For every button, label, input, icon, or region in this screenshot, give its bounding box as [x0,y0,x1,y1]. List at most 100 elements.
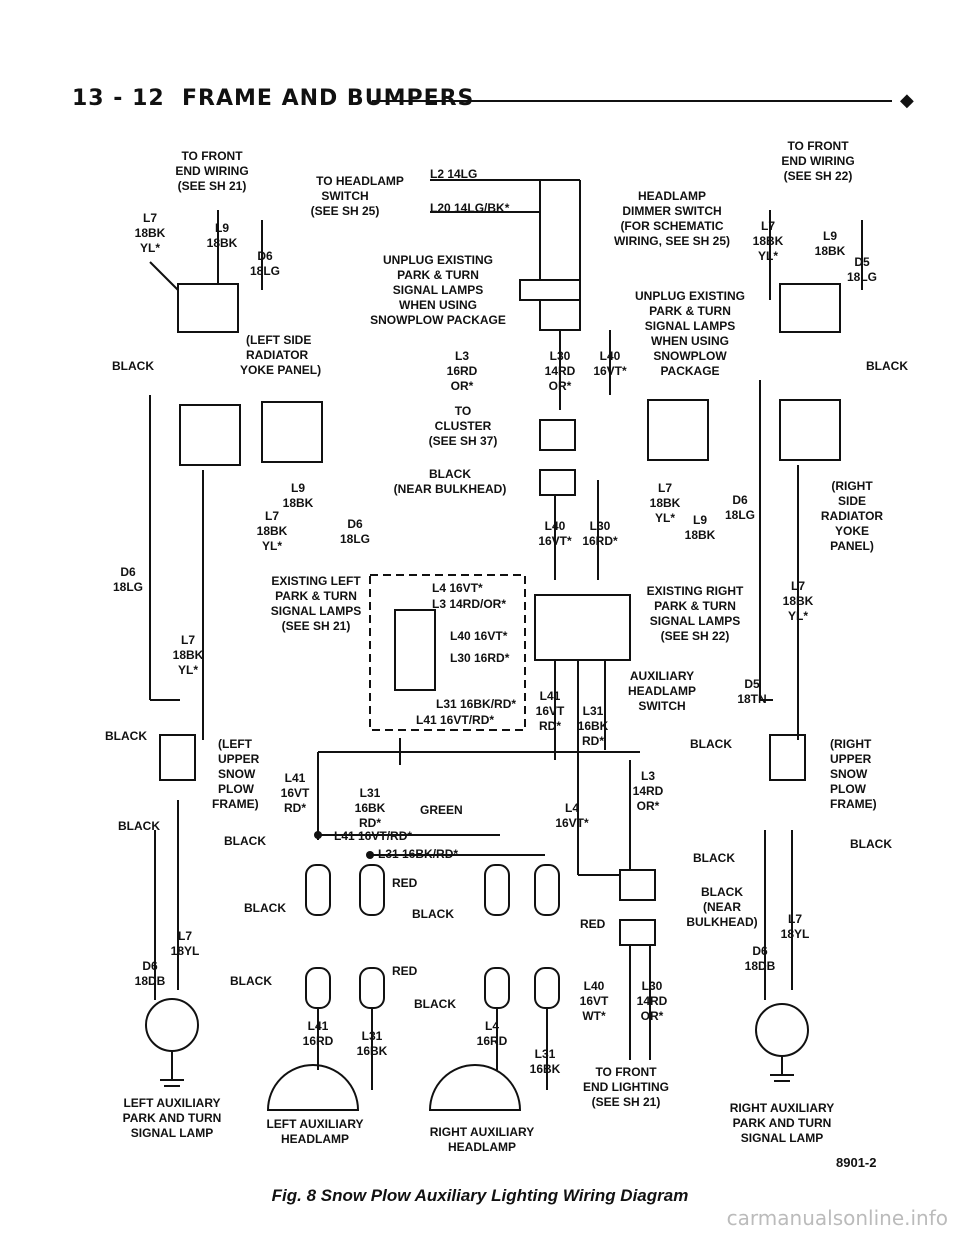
l41-lo-3: RD* [284,801,306,815]
d5-18tn-1: D5 [744,677,760,691]
l7-mid-right-2: 18BK [650,496,681,510]
near-bulkhead-2: (NEAR BULKHEAD) [394,482,507,496]
left-aux-headlamp-1: LEFT AUXILIARY [266,1117,363,1131]
l7-mid-right-1: L7 [658,481,672,495]
l40-wt-1: L40 [584,979,605,993]
existing-left-1: EXISTING LEFT [271,574,361,588]
l31-16bk-2: 16BK [357,1044,388,1058]
right-yoke-3: RADIATOR [821,509,884,523]
l7-right-2: 18BK [753,234,784,248]
to-front-right-2: END WIRING [781,154,854,168]
right-yoke-1: (RIGHT [831,479,873,493]
l7-left-1: L7 [143,211,157,225]
l9-right-1: L9 [823,229,837,243]
black-label-mid: BLACK [412,907,454,921]
l7-18yl-2: 18YL [171,944,200,958]
headlamp-switch-1: TO HEADLAMP [316,174,404,188]
l7-mid-right-3: YL* [655,511,675,525]
to-front-left-2: END WIRING [175,164,248,178]
unplug-left-4: WHEN USING [399,298,477,312]
right-upper-1: (RIGHT [830,737,872,751]
l40-mid-1: L40 [545,519,566,533]
l30-top-2: 14RD [545,364,576,378]
near-bulkhead-r-1: BLACK [701,885,743,899]
left-upper-5: FRAME) [212,797,259,811]
l7-right-1: L7 [761,219,775,233]
l7-18bk-3: YL* [178,663,198,677]
red-label-3: RED [392,964,418,978]
right-yoke-2: SIDE [838,494,866,508]
l9-mid-right-2: 18BK [685,528,716,542]
black-right-plug: BLACK [693,851,735,865]
headlamp-switch-3: (SEE SH 25) [311,204,380,218]
l31-sw-2: 16BK [578,719,609,733]
right-aux-headlamp-1: RIGHT AUXILIARY [430,1125,534,1139]
l30-14rd-2: 14RD [637,994,668,1008]
l9-mid-left-1: L9 [291,481,305,495]
dimmer-2: DIMMER SWITCH [622,204,721,218]
right-front-connector [779,283,841,333]
d5-right-1: D5 [854,255,870,269]
l9-left-2: 18BK [207,236,238,250]
l3-bus-3: OR* [637,799,660,813]
l41-sw-3: RD* [539,719,561,733]
inset-wire-6: L41 16VT/RD* [416,713,494,727]
figure-caption: Fig. 8 Snow Plow Auxiliary Lighting Wiri… [271,1186,689,1205]
to-front-lighting-2: END LIGHTING [583,1080,669,1094]
l9-mid-left-2: 18BK [283,496,314,510]
d6-18db-r-1: D6 [752,944,768,958]
l30-top-3: OR* [549,379,572,393]
l31-16bk-1: L31 [362,1029,383,1043]
l31-sw-3: RD* [582,734,604,748]
to-cluster-1: TO [455,404,471,418]
left-aux-signal-1: LEFT AUXILIARY [123,1096,220,1110]
right-upper-5: FRAME) [830,797,877,811]
right-aux-signal-2: PARK AND TURN [733,1116,832,1130]
l40-wt-2: 16VT [580,994,609,1008]
left-headlamp-plug-a [305,864,331,916]
l7-18bk-1: L7 [181,633,195,647]
black-right-plug-2: BLACK [850,837,892,851]
dimmer-4: WIRING, SEE SH 25) [614,234,730,248]
l30-14rd-3: OR* [641,1009,664,1023]
inset-wire-4: L30 16RD* [450,651,510,665]
l9-left-1: L9 [215,221,229,235]
black-label-mid-2: BLACK [414,997,456,1011]
existing-right-4: (SEE SH 22) [661,629,730,643]
l9-right-2: 18BK [815,244,846,258]
l30-14rd-1: L30 [642,979,663,993]
left-upper-2: UPPER [218,752,260,766]
l7-18yl-1: L7 [178,929,192,943]
l3-bus-2: 14RD [633,784,664,798]
left-aux-headlamp-2: HEADLAMP [281,1132,349,1146]
left-aux-signal-2: PARK AND TURN [123,1111,222,1125]
l7-18bk-r-3: YL* [788,609,808,623]
to-front-left-3: (SEE SH 21) [178,179,247,193]
l9-mid-right-1: L9 [693,513,707,527]
inset-wire-3: L40 16VT* [450,629,508,643]
left-upper-3: SNOW [218,767,256,781]
to-front-lighting-1: TO FRONT [595,1065,657,1079]
left-upper-4: PLOW [218,782,255,796]
right-aux-signal-3: SIGNAL LAMP [741,1131,823,1145]
l31-lo-3: RD* [359,816,381,830]
green-label: GREEN [420,803,463,817]
right-yoke-connector [779,399,841,461]
l3-top-1: L3 [455,349,469,363]
l3-top-3: OR* [451,379,474,393]
aux-switch-2: HEADLAMP [628,684,696,698]
near-bulkhead-1: BLACK [429,467,471,481]
left-yoke-1: (LEFT SIDE [246,333,311,347]
l7-18bk-r-2: 18BK [783,594,814,608]
dimmer-switch-body [539,299,581,331]
l3-top-2: 16RD [447,364,478,378]
l7-left-2: 18BK [135,226,166,240]
dimmer-switch [519,279,581,301]
right-yoke-4: YOKE [835,524,869,538]
l7-mid-left-3: YL* [262,539,282,553]
existing-right-2: PARK & TURN [654,599,736,613]
l40-wt-3: WT* [582,1009,606,1023]
d6-left-1: D6 [257,249,273,263]
switch-detail-body [394,609,436,691]
